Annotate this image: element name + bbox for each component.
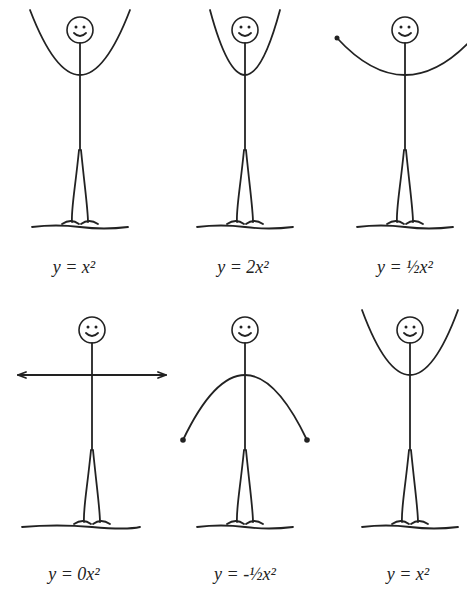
figure-body: [244, 43, 246, 150]
figure-hand: [335, 36, 340, 41]
equation-label: y = x²: [51, 257, 98, 278]
ground-line: [32, 226, 128, 229]
arm-arrowheads: [18, 372, 166, 378]
figure-head: [397, 317, 423, 343]
figure-feet: [387, 221, 423, 224]
stick-figure: [197, 10, 293, 229]
parabola-arms: [183, 375, 307, 440]
parabola-arms: [337, 38, 467, 75]
figure-eye: [248, 326, 251, 329]
figure-legs: [237, 450, 253, 522]
stick-figure: [335, 17, 467, 229]
ground-line: [357, 226, 453, 229]
parabola-arms: [210, 10, 280, 75]
figure-eye: [87, 326, 90, 329]
figure-feet: [392, 521, 428, 524]
figure-body: [91, 343, 93, 450]
parabola-arms: [30, 10, 130, 75]
ground-line: [362, 526, 458, 529]
ground-line: [197, 226, 293, 229]
stick-figure: [362, 310, 458, 529]
figure-eye: [83, 26, 86, 29]
figure-body: [79, 43, 81, 150]
figure-smile: [239, 33, 251, 36]
figure-eye: [248, 26, 251, 29]
flat-arms: [18, 374, 166, 376]
equation-label: y = -½x²: [212, 564, 278, 585]
figure-smile: [74, 33, 86, 36]
figure-head: [392, 17, 418, 43]
figure-smile: [239, 333, 251, 336]
figure-hand: [304, 437, 310, 443]
equation-label: y = ½x²: [375, 257, 435, 278]
figure-eye: [95, 326, 98, 329]
parabola-arms: [362, 310, 458, 375]
figure-eye: [240, 326, 243, 329]
figure-head: [232, 317, 258, 343]
figure-eye: [75, 26, 78, 29]
figure-head: [232, 17, 258, 43]
figure-eye: [400, 26, 403, 29]
equation-label: y = 0x²: [46, 564, 102, 585]
ground-line: [22, 526, 140, 529]
figure-smile: [399, 33, 411, 36]
equation-label: y = x²: [385, 564, 432, 585]
figure-smile: [86, 333, 98, 336]
figure-eye: [413, 326, 416, 329]
figure-legs: [397, 150, 413, 222]
figure-body: [409, 343, 411, 450]
figure-eye: [240, 26, 243, 29]
figure-smile: [404, 333, 416, 336]
figure-eye: [408, 26, 411, 29]
stick-figure: [180, 317, 310, 529]
stick-figure: [18, 317, 166, 529]
equation-label: y = 2x²: [215, 257, 271, 278]
figure-legs: [84, 450, 100, 522]
figure-hand: [180, 437, 186, 443]
figure-head: [79, 317, 105, 343]
figure-body: [404, 43, 406, 150]
figure-feet: [62, 221, 98, 224]
figure-legs: [72, 150, 88, 222]
figure-head: [67, 17, 93, 43]
stick-figure: [30, 10, 130, 229]
figure-feet: [227, 521, 263, 524]
figure-eye: [405, 326, 408, 329]
figure-feet: [74, 521, 110, 524]
figure-body: [244, 343, 246, 450]
ground-line: [197, 526, 293, 529]
figure-legs: [237, 150, 253, 222]
figure-feet: [227, 221, 263, 224]
figure-legs: [402, 450, 418, 522]
